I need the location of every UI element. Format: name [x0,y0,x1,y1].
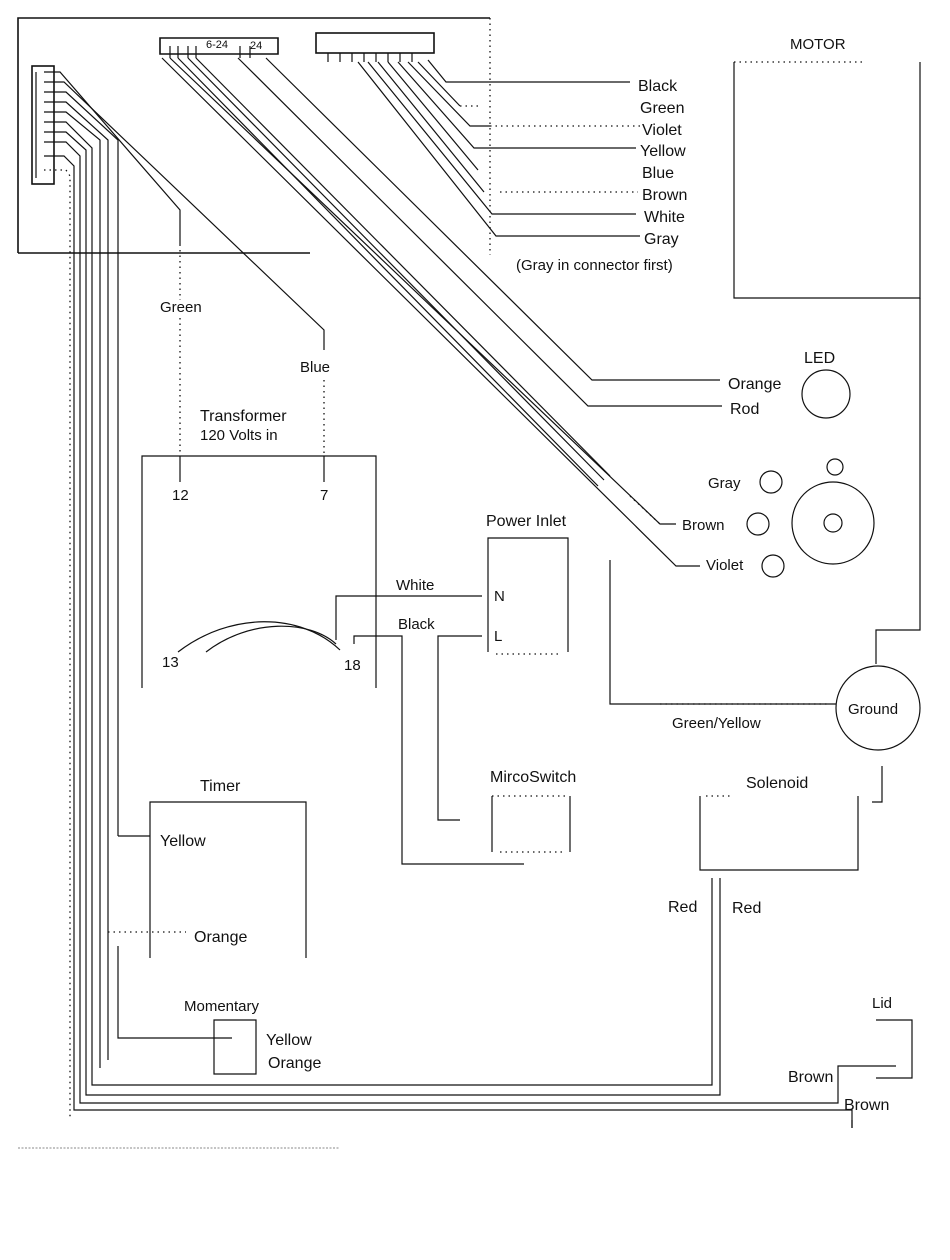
green-wire-label: Green [160,299,202,316]
motor-wire-labels: Black Green Violet Yellow Blue Brown Whi… [516,78,687,274]
connector-label-6-24: 6-24 [206,39,228,51]
ground: Ground Green/Yellow [609,298,921,803]
timer: Timer Yellow Orange [108,778,307,958]
motor-wires [357,59,640,237]
led: LED Orange Rod [728,350,851,419]
motor-wire-brown: Brown [642,187,687,204]
brown-terminal [746,512,770,536]
momentary-wire-yellow: Yellow [266,1032,312,1049]
rotary-switch [791,481,875,565]
motor-connector-note: (Gray in connector first) [516,257,673,274]
transformer-pin-12: 12 [172,487,189,504]
solenoid-title: Solenoid [746,775,808,792]
control-board [17,17,491,255]
motor-connector [315,32,435,62]
white-wire-label: White [396,577,434,594]
led-title: LED [804,350,835,367]
timer-title: Timer [200,778,241,795]
transformer-pin-18: 18 [344,657,361,674]
top-connector-left: 6-24 24 [159,37,279,58]
power-inlet: Power Inlet N L White Black [335,513,569,865]
power-inlet-l: L [494,628,502,645]
solenoid-wire-red-left: Red [668,899,697,916]
solenoid-wire-red-right: Red [732,900,761,917]
motor-wire-gray: Gray [644,231,679,248]
led-wire-red: Rod [730,401,759,418]
green-yellow-wire-label: Green/Yellow [672,715,761,732]
power-inlet-n: N [494,588,505,605]
microswitch-title: MircoSwitch [490,769,576,786]
transformer-title: Transformer [200,408,287,425]
violet-terminal [761,554,785,578]
motor-title: MOTOR [790,36,846,53]
motor-wire-green: Green [640,100,684,117]
black-wire-label: Black [398,616,435,633]
lid-title: Lid [872,995,892,1012]
lid-switch: Lid Brown Brown [788,995,913,1128]
transformer-pin-7: 7 [320,487,328,504]
blue-wire-label: Blue [300,359,330,376]
gray-terminal [759,470,783,494]
rotary-switch-center [823,513,843,533]
diagonal-wire-bundle [161,57,722,567]
solenoid: Solenoid Red Red [668,775,859,917]
transformer-pin-13: 13 [162,654,179,671]
switch-wire-violet: Violet [706,557,744,574]
connector-label-24: 24 [250,40,262,52]
switch-wire-gray: Gray [708,475,741,492]
motor-wire-violet: Violet [642,122,682,139]
momentary-wire-orange: Orange [268,1055,321,1072]
motor-wire-black: Black [638,78,678,95]
transformer: Transformer 120 Volts in 12 7 13 18 [141,408,377,688]
motor-box: MOTOR [733,36,921,299]
motor-wire-blue: Blue [642,165,674,182]
motor-wire-yellow: Yellow [640,143,686,160]
motor-wire-white: White [644,209,685,226]
switch-wire-brown: Brown [682,517,725,534]
power-inlet-title: Power Inlet [486,513,567,530]
timer-wire-yellow: Yellow [160,833,206,850]
left-connector [31,65,55,185]
lid-wire-brown-1: Brown [788,1069,833,1086]
ground-terminal [835,665,921,751]
momentary-switch: Momentary Yellow Orange [117,946,321,1075]
timer-wire-orange: Orange [194,929,247,946]
transformer-subtitle: 120 Volts in [200,427,278,444]
switch-indicators: Gray Brown Violet [682,458,875,578]
lid-wire-brown-2: Brown [844,1097,889,1114]
ground-label: Ground [848,701,898,718]
small-terminal [826,458,844,476]
momentary-title: Momentary [184,998,260,1015]
microswitch: MircoSwitch [490,769,576,853]
led-indicator [801,369,851,419]
left-wire-bundle [44,71,853,1128]
led-wire-orange: Orange [728,376,781,393]
